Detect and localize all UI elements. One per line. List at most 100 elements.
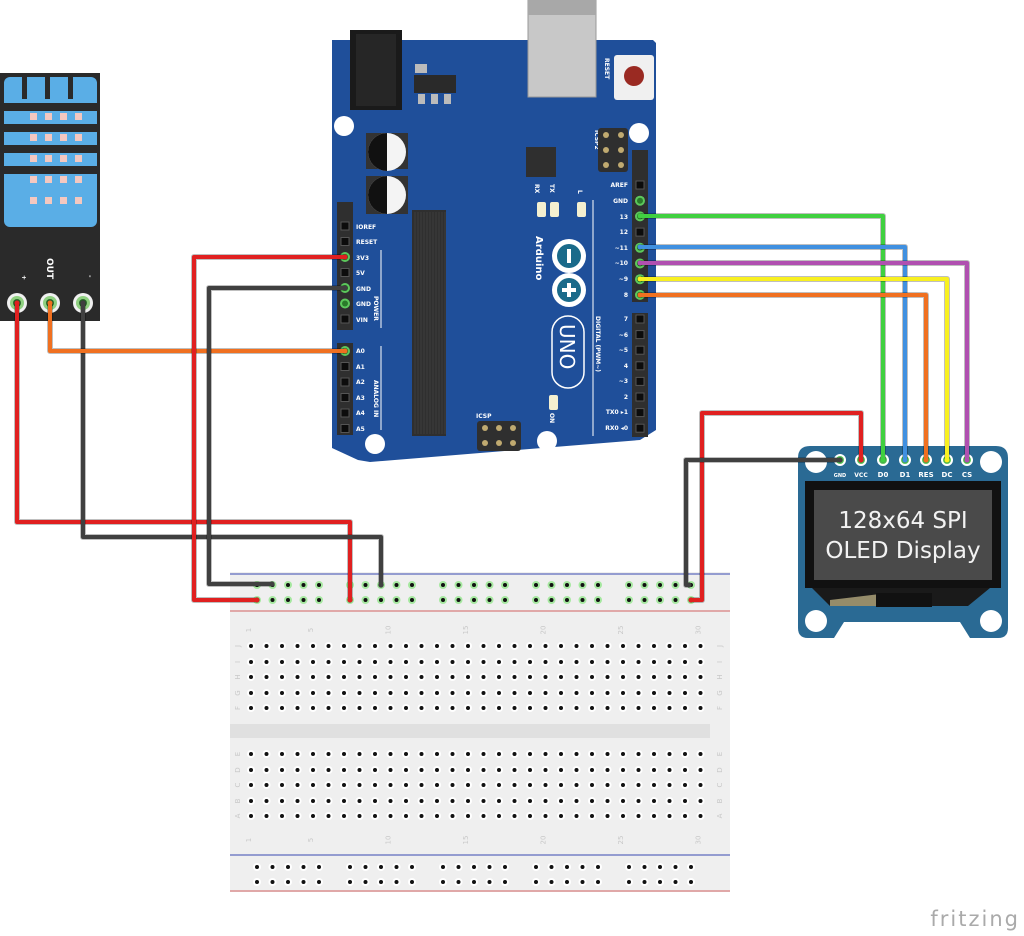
bb-hole[interactable] bbox=[528, 814, 532, 818]
bb-hole[interactable] bbox=[605, 691, 610, 695]
bb-hole[interactable] bbox=[698, 783, 703, 787]
bb-hole[interactable] bbox=[497, 799, 501, 803]
bb-hole[interactable] bbox=[326, 768, 331, 772]
rail-hole[interactable] bbox=[270, 598, 275, 602]
bb-hole[interactable] bbox=[636, 768, 641, 772]
bb-hole[interactable] bbox=[497, 768, 501, 772]
bb-hole[interactable] bbox=[574, 768, 579, 772]
header-pin-b5[interactable] bbox=[635, 392, 645, 402]
bb-hole[interactable] bbox=[450, 783, 455, 787]
bb-hole[interactable] bbox=[466, 691, 470, 695]
rail-hole[interactable] bbox=[534, 583, 538, 587]
bb-hole[interactable] bbox=[652, 675, 656, 679]
rail-hole[interactable] bbox=[565, 880, 569, 884]
rail-hole[interactable] bbox=[596, 880, 600, 884]
bb-hole[interactable] bbox=[249, 706, 253, 710]
rail-hole[interactable] bbox=[487, 583, 492, 587]
wire-endpoint[interactable] bbox=[80, 300, 86, 306]
wire-endpoint[interactable] bbox=[637, 244, 643, 250]
rail-hole[interactable] bbox=[394, 880, 399, 884]
rail-hole[interactable] bbox=[565, 598, 569, 602]
bb-hole[interactable] bbox=[559, 644, 563, 648]
bb-hole[interactable] bbox=[295, 768, 300, 772]
wire-endpoint[interactable] bbox=[880, 457, 886, 463]
bb-hole[interactable] bbox=[683, 675, 687, 679]
bb-hole[interactable] bbox=[528, 706, 532, 710]
bb-hole[interactable] bbox=[559, 783, 563, 787]
bb-hole[interactable] bbox=[388, 660, 393, 664]
bb-hole[interactable] bbox=[466, 814, 470, 818]
bb-hole[interactable] bbox=[667, 660, 672, 664]
wire-d13-to-d0[interactable] bbox=[638, 214, 885, 462]
bb-hole[interactable] bbox=[605, 783, 610, 787]
bb-hole[interactable] bbox=[528, 768, 532, 772]
bb-hole[interactable] bbox=[311, 768, 315, 772]
rail-hole[interactable] bbox=[363, 598, 368, 602]
bb-hole[interactable] bbox=[264, 783, 269, 787]
bb-hole[interactable] bbox=[683, 814, 687, 818]
bb-hole[interactable] bbox=[342, 783, 346, 787]
bb-hole[interactable] bbox=[450, 768, 455, 772]
bb-hole[interactable] bbox=[543, 675, 548, 679]
bb-hole[interactable] bbox=[512, 799, 517, 803]
bb-hole[interactable] bbox=[543, 752, 548, 756]
bb-hole[interactable] bbox=[652, 814, 656, 818]
bb-hole[interactable] bbox=[512, 814, 517, 818]
bb-hole[interactable] bbox=[574, 675, 579, 679]
wire-endpoint[interactable] bbox=[637, 213, 643, 219]
bb-hole[interactable] bbox=[373, 706, 377, 710]
rail-hole[interactable] bbox=[642, 583, 647, 587]
bb-hole[interactable] bbox=[605, 799, 610, 803]
bb-hole[interactable] bbox=[683, 799, 687, 803]
rail-hole[interactable] bbox=[658, 865, 662, 869]
bb-hole[interactable] bbox=[326, 644, 331, 648]
wire-endpoint[interactable] bbox=[47, 300, 53, 306]
bb-hole[interactable] bbox=[652, 691, 656, 695]
wire-d8-to-res[interactable] bbox=[638, 293, 928, 462]
bb-hole[interactable] bbox=[528, 644, 532, 648]
bb-hole[interactable] bbox=[280, 644, 284, 648]
bb-hole[interactable] bbox=[590, 660, 594, 664]
bb-hole[interactable] bbox=[559, 706, 563, 710]
rail-hole[interactable] bbox=[394, 583, 399, 587]
bb-hole[interactable] bbox=[435, 752, 439, 756]
bb-hole[interactable] bbox=[590, 675, 594, 679]
bb-hole[interactable] bbox=[388, 752, 393, 756]
header-pin-a2[interactable] bbox=[340, 377, 350, 387]
wire-endpoint[interactable] bbox=[923, 457, 929, 463]
header-pin-b2[interactable] bbox=[635, 345, 645, 355]
wire-d9-to-dc[interactable] bbox=[638, 277, 949, 462]
bb-hole[interactable] bbox=[435, 644, 439, 648]
reset-button[interactable] bbox=[614, 55, 654, 100]
rail-hole[interactable] bbox=[549, 583, 554, 587]
rail-hole[interactable] bbox=[658, 598, 662, 602]
bb-hole[interactable] bbox=[590, 799, 594, 803]
bb-hole[interactable] bbox=[342, 691, 346, 695]
rail-hole[interactable] bbox=[596, 598, 600, 602]
wire-dht-out-to-a0[interactable] bbox=[48, 301, 347, 353]
header-pin-b0[interactable] bbox=[635, 314, 645, 324]
bb-hole[interactable] bbox=[466, 706, 470, 710]
bb-hole[interactable] bbox=[280, 799, 284, 803]
bb-hole[interactable] bbox=[419, 768, 424, 772]
rail-hole[interactable] bbox=[317, 598, 321, 602]
bb-hole[interactable] bbox=[404, 752, 408, 756]
bb-hole[interactable] bbox=[404, 691, 408, 695]
bb-hole[interactable] bbox=[497, 660, 501, 664]
wire-dht-gnd-to-rail[interactable] bbox=[81, 301, 383, 587]
bb-hole[interactable] bbox=[667, 675, 672, 679]
bb-hole[interactable] bbox=[481, 768, 486, 772]
bb-hole[interactable] bbox=[528, 691, 532, 695]
bb-hole[interactable] bbox=[357, 799, 362, 803]
bb-hole[interactable] bbox=[621, 799, 625, 803]
bb-hole[interactable] bbox=[698, 706, 703, 710]
rail-hole[interactable] bbox=[255, 865, 259, 869]
bb-hole[interactable] bbox=[528, 752, 532, 756]
rail-hole[interactable] bbox=[534, 880, 538, 884]
bb-hole[interactable] bbox=[652, 783, 656, 787]
bb-hole[interactable] bbox=[295, 660, 300, 664]
bb-hole[interactable] bbox=[311, 799, 315, 803]
header-pin-a1[interactable] bbox=[340, 362, 350, 371]
header-pin-d0[interactable] bbox=[635, 180, 645, 190]
bb-hole[interactable] bbox=[512, 783, 517, 787]
